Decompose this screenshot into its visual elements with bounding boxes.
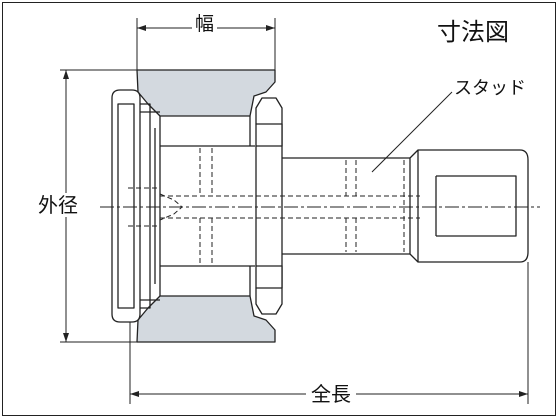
stud-callout-label: スタッド xyxy=(454,78,526,99)
outer-ring-section xyxy=(136,69,276,343)
drawing-border xyxy=(2,2,556,416)
overall-length-dimension-label: 全長 xyxy=(306,384,356,404)
outer-ring-bottom xyxy=(136,295,276,343)
side-plate xyxy=(111,89,160,323)
dimension-lines xyxy=(60,18,529,404)
outer-ring-top xyxy=(136,69,276,117)
outer-diameter-dimension-label: 外径 xyxy=(38,193,78,217)
drawing-title: 寸法図 xyxy=(437,18,509,46)
inner-body xyxy=(159,116,255,296)
hex-nut xyxy=(255,97,283,315)
hidden-lines xyxy=(128,148,420,264)
dimension-arrowheads xyxy=(63,25,528,397)
width-dimension-label: 幅 xyxy=(192,15,218,34)
stud-shaft xyxy=(282,149,529,263)
